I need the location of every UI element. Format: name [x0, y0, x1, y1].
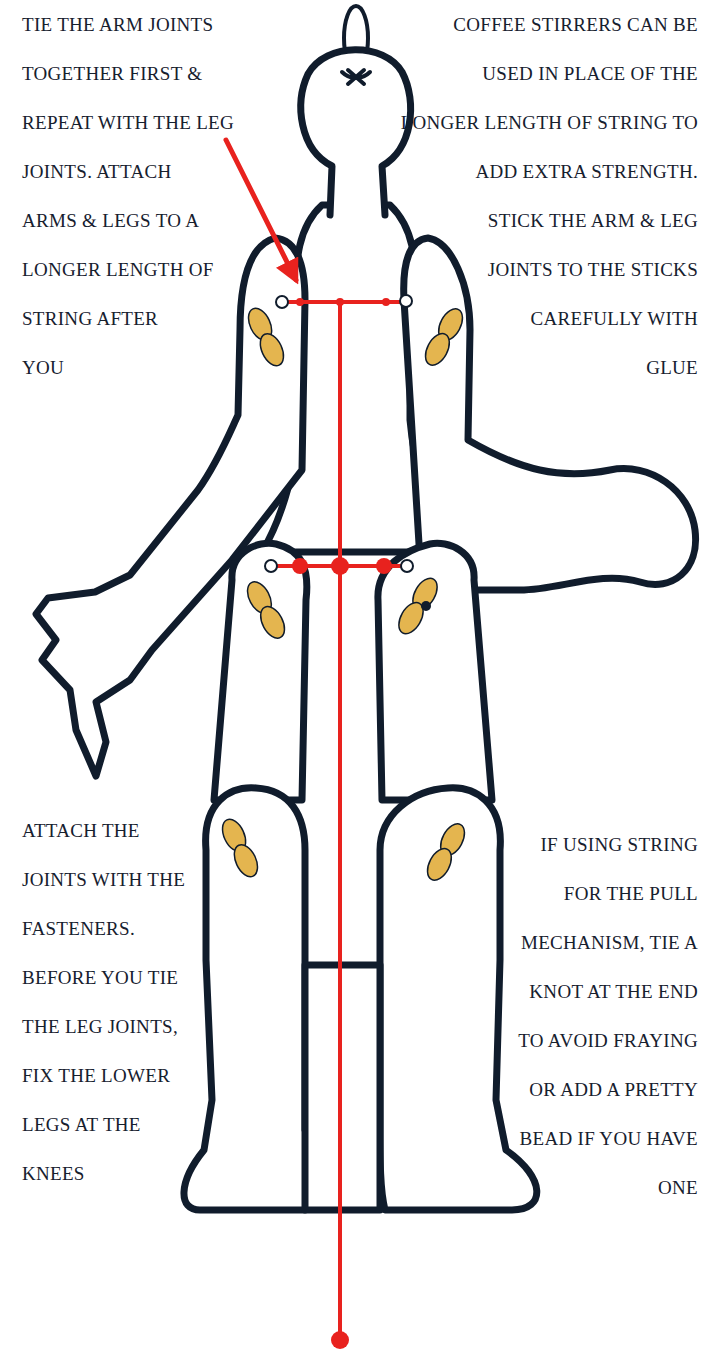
- joint-hole: [265, 560, 277, 572]
- string-knot: [342, 70, 370, 84]
- right-lower-leg: [380, 788, 537, 1210]
- fastener-dot: [421, 601, 431, 611]
- instruction-note: ATTACH THE JOINTS WITH THE FASTENERS. BE…: [22, 806, 197, 1198]
- string-knot-dot: [336, 298, 344, 306]
- wrap-guide: [400, 0, 530, 600]
- instruction-note: IF USING STRING FOR THE PULL MECHANISM, …: [503, 820, 698, 1212]
- pull-string: [338, 302, 342, 1336]
- stick-joint: [423, 820, 470, 884]
- joint-hole: [276, 296, 288, 308]
- left-upper-leg: [214, 543, 307, 800]
- joint-hole: [401, 560, 413, 572]
- string-knot-dot: [296, 298, 304, 306]
- left-lower-leg: [184, 788, 315, 1210]
- string-knot-dot: [382, 298, 390, 306]
- string-knot-dot: [376, 558, 392, 574]
- pull-channel: [305, 965, 380, 1210]
- joint-hole: [400, 295, 412, 307]
- stick-joint: [243, 578, 290, 642]
- stick-joint: [421, 305, 468, 369]
- right-upper-leg: [378, 543, 492, 800]
- right-arm: [404, 238, 696, 590]
- pull-bead: [331, 1331, 349, 1349]
- wrap-guide: [157, 0, 267, 600]
- stick-joint: [394, 574, 442, 638]
- pointer-arrow: [226, 140, 296, 280]
- stick-joint: [218, 816, 262, 881]
- stick-joint: [244, 305, 288, 370]
- instruction-note: COFFEE STIRRERS CAN BE USED IN PLACE OF …: [400, 0, 698, 600]
- head: [301, 50, 411, 215]
- instruction-note: TIE THE ARM JOINTS TOGETHER FIRST & REPE…: [22, 0, 267, 600]
- string-knot-dot: [292, 558, 308, 574]
- string-knot-dot: [331, 557, 349, 575]
